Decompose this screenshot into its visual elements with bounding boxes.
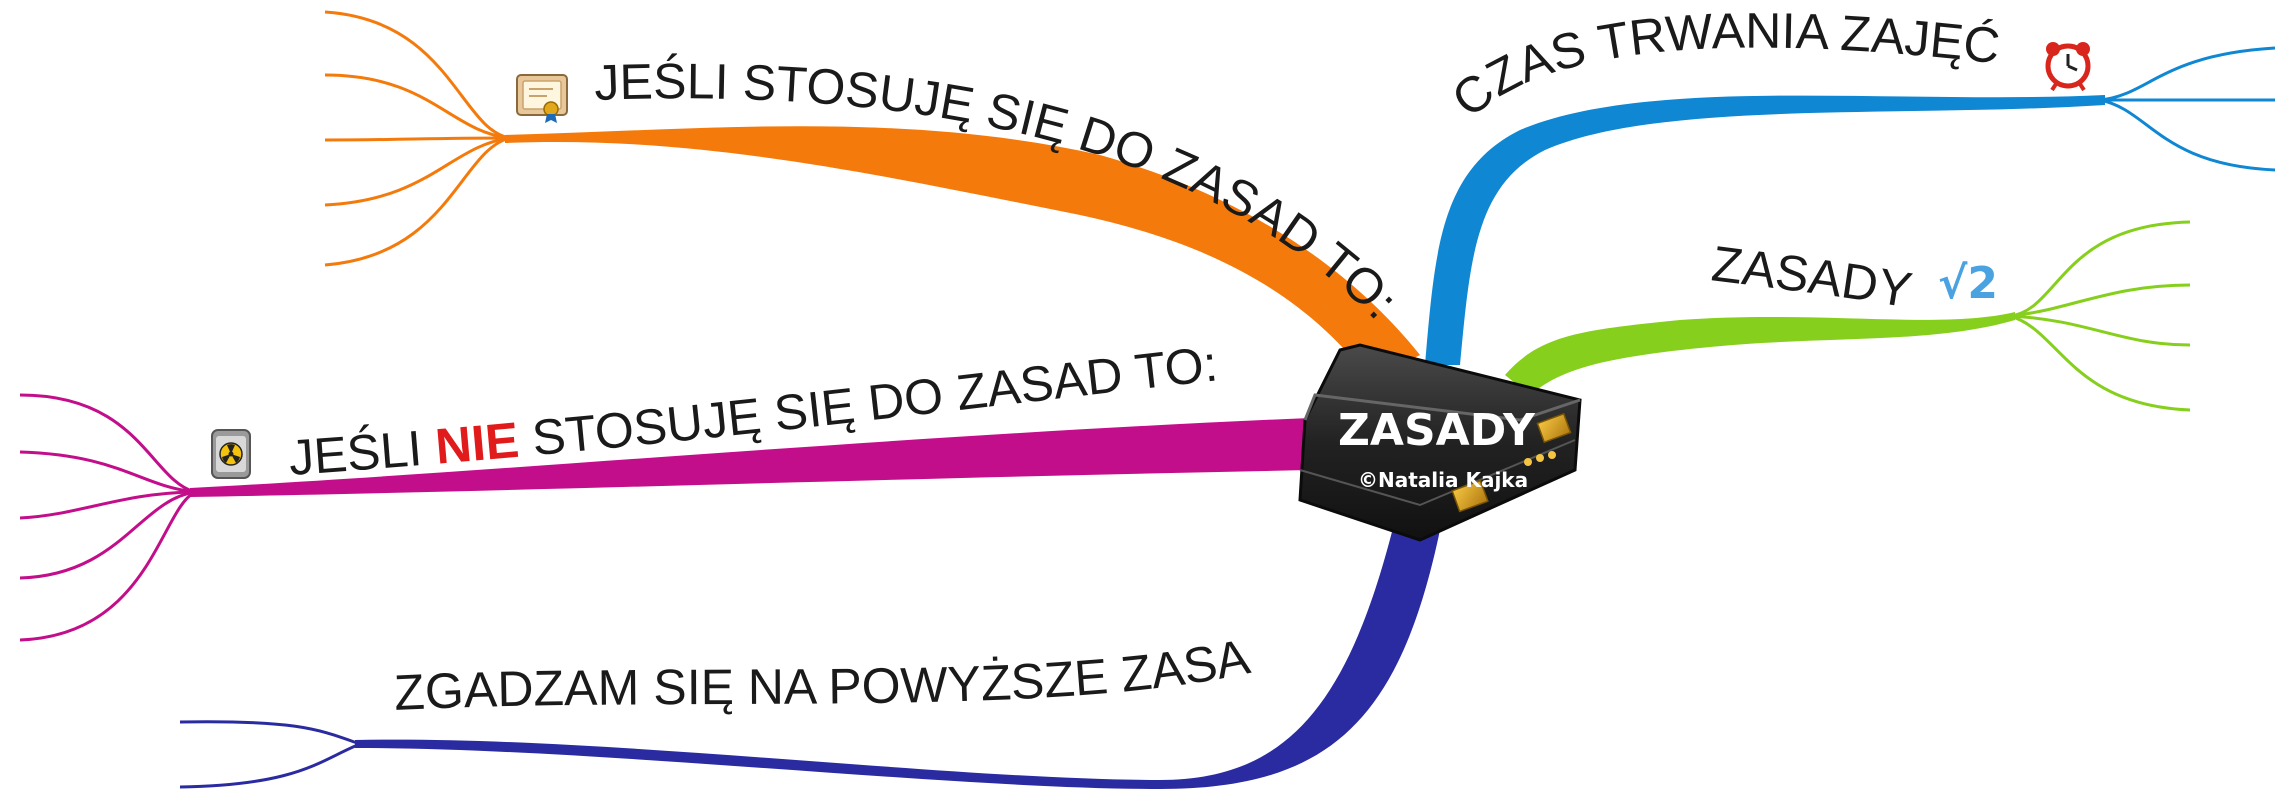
branch-line-magenta bbox=[190, 418, 1312, 497]
center-title: ZASADY bbox=[1338, 405, 1536, 456]
branch-top-left[interactable]: JEŚLI STOSUJĘ SIĘ DO ZASAD TO: bbox=[324, 10, 1420, 380]
center-subtitle: ©Natalia Kajka bbox=[1358, 468, 1528, 492]
branch-line-green bbox=[1505, 312, 2015, 395]
branch-fan-green bbox=[2009, 220, 2191, 412]
branch-fan-cyan bbox=[2099, 46, 2275, 172]
alarm-clock-icon bbox=[2045, 42, 2091, 92]
branch-fan-blue bbox=[179, 720, 361, 789]
certificate-icon bbox=[516, 74, 568, 123]
branch-fan-magenta bbox=[19, 393, 196, 642]
square-root-icon: √2 bbox=[1938, 258, 1998, 309]
branch-label-magenta-highlight: NIE bbox=[433, 412, 521, 475]
branch-label-magenta-prefix: JEŚLI bbox=[287, 419, 438, 486]
branch-line-blue bbox=[355, 520, 1440, 789]
radiation-icon bbox=[211, 429, 251, 479]
center-node[interactable]: ZASADY ©Natalia Kajka bbox=[1298, 343, 1582, 542]
branch-mid-left[interactable]: JEŚLI NIE STOSUJĘ SIĘ DO ZASAD TO: bbox=[19, 335, 1312, 642]
branch-fan-orange bbox=[324, 10, 511, 267]
briefcase-icon bbox=[1298, 343, 1582, 542]
branch-top-right[interactable]: CZAS TRWANIA ZAJĘĆ bbox=[1425, 3, 2275, 365]
branch-mid-right[interactable]: ZASADY √2 bbox=[1505, 220, 2191, 412]
branch-label-green: ZASADY bbox=[1709, 235, 1916, 318]
branch-line-orange bbox=[505, 126, 1420, 380]
